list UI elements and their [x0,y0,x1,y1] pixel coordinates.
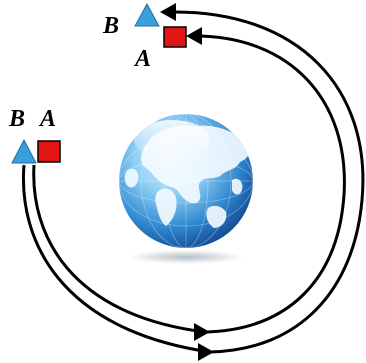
arrow-top-outer-icon [160,3,176,21]
object-b-triangle-left [11,138,37,164]
label-a-top: A [133,46,151,72]
object-b-triangle-top [134,2,160,27]
globe-shadow [128,250,244,264]
orbit-inner-right [194,34,346,334]
arrow-bottom-inner-icon [194,323,210,341]
object-a-square-left [37,140,61,163]
earth-globe-icon [119,114,253,264]
globe-highlight [134,120,210,160]
arrow-bottom-outer-icon [198,343,214,361]
object-a-square-top [163,26,187,48]
arrow-top-inner-icon [186,27,202,45]
orbit-outer-left [21,164,211,354]
label-b-top: B [102,13,119,39]
orbit-outer-right [169,10,365,354]
label-a-left: A [38,106,56,132]
orbit-paths [21,10,365,354]
orbit-inner-left [32,164,206,334]
orbit-arrows [160,3,214,361]
label-b-left: B [8,106,25,132]
